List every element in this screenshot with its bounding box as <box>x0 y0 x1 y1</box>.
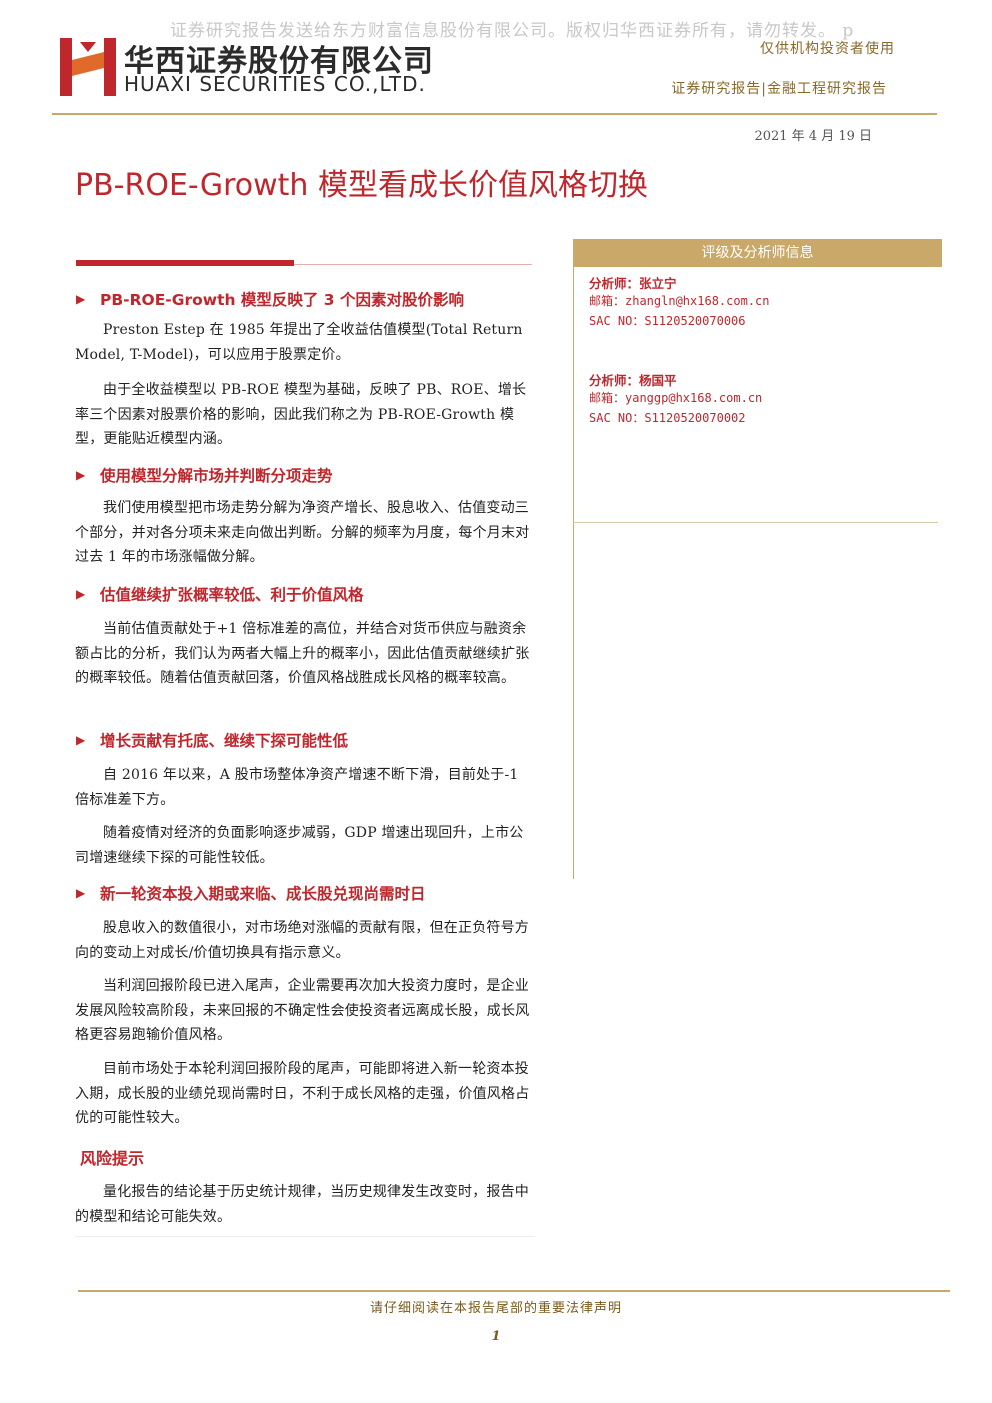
analyst-sac: SAC NO：S1120520070002 <box>589 411 746 425</box>
paragraph: 自 2016 年以来，A 股市场整体净资产增速不断下滑，目前处于-1 倍标准差下… <box>75 767 519 808</box>
section-heading-text: 使用模型分解市场并判断分项走势 <box>100 467 333 485</box>
analyst-name: 分析师：张立宁 <box>589 276 677 291</box>
analyst-name: 分析师：杨国平 <box>589 373 677 388</box>
paragraph: Preston Estep 在 1985 年提出了全收益估值模型(Total R… <box>75 322 523 363</box>
page-number: 1 <box>491 1329 501 1344</box>
risk-paragraph: 量化报告的结论基于历史统计规律，当历史规律发生改变时，报告中的模型和结论可能失效… <box>75 1184 529 1225</box>
triangle-bullet-icon: ▶ <box>76 587 86 601</box>
report-type-label: 证券研究报告|金融工程研究报告 <box>671 81 887 97</box>
analyst-email[interactable]: 邮箱：zhangln@hx168.com.cn <box>589 294 770 308</box>
section-heading: ▶ 使用模型分解市场并判断分项走势 <box>76 464 333 486</box>
paragraph: 由于全收益模型以 PB-ROE 模型为基础，反映了 PB、ROE、增长率三个因素… <box>75 382 527 447</box>
paragraph: 股息收入的数值很小，对市场绝对涨幅的贡献有限，但在正负符号方向的变动上对成长/价… <box>75 920 529 961</box>
section-heading: ▶ 增长贡献有托底、继续下探可能性低 <box>76 729 348 751</box>
company-name-en: HUAXI SECURITIES CO.,LTD. <box>124 72 426 96</box>
sidebar-border <box>573 267 574 879</box>
triangle-bullet-icon: ▶ <box>76 733 86 747</box>
audience-label: 仅供机构投资者使用 <box>760 41 895 57</box>
paragraph: 我们使用模型把市场走势分解为净资产增长、股息收入、估值变动三个部分，并对各分项未… <box>75 500 530 565</box>
analyst-sac: SAC NO：S1120520070006 <box>589 314 746 328</box>
section-heading-text: 新一轮资本投入期或来临、成长股兑现尚需时日 <box>100 885 426 903</box>
section-heading: ▶ PB-ROE-Growth 模型反映了 3 个因素对股价影响 <box>76 288 464 310</box>
section-heading-text: PB-ROE-Growth 模型反映了 3 个因素对股价影响 <box>100 291 464 309</box>
section-accent-line <box>294 264 532 265</box>
triangle-bullet-icon: ▶ <box>76 468 86 482</box>
company-name-cn: 华西证券股份有限公司 <box>124 44 434 79</box>
paragraph: 目前市场处于本轮利润回报阶段的尾声，可能即将进入新一轮资本投入期，成长股的业绩兑… <box>75 1061 530 1126</box>
huaxi-logo-icon <box>60 38 116 96</box>
body-end-divider <box>75 1236 535 1237</box>
paragraph: 随着疫情对经济的负面影响逐步减弱，GDP 增速出现回升，上市公司增速继续下探的可… <box>75 825 524 866</box>
section-accent-bar <box>76 260 294 266</box>
sidebar-divider <box>573 522 938 523</box>
paragraph: 当前估值贡献处于+1 倍标准差的高位，并结合对货币供应与融资余额占比的分析，我们… <box>75 621 530 686</box>
section-heading: ▶ 估值继续扩张概率较低、利于价值风格 <box>76 583 364 605</box>
section-heading-text: 增长贡献有托底、继续下探可能性低 <box>100 732 349 750</box>
footer-divider <box>78 1290 950 1292</box>
section-heading: ▶ 新一轮资本投入期或来临、成长股兑现尚需时日 <box>76 882 426 904</box>
risk-heading: 风险提示 <box>80 1149 145 1168</box>
page-title: PB-ROE-Growth 模型看成长价值风格切换 <box>75 168 648 203</box>
triangle-bullet-icon: ▶ <box>76 886 86 900</box>
paragraph: 当利润回报阶段已进入尾声，企业需要再次加大投资力度时，是企业发展风险较高阶段，未… <box>75 978 530 1043</box>
header-divider <box>52 113 937 115</box>
watermark-text: 证券研究报告发送给东方财富信息股份有限公司。版权归华西证券所有，请勿转发。 p <box>170 21 855 41</box>
triangle-bullet-icon: ▶ <box>76 292 86 306</box>
analyst-email[interactable]: 邮箱：yanggp@hx168.com.cn <box>589 391 763 405</box>
section-heading-text: 估值继续扩张概率较低、利于价值风格 <box>100 586 364 604</box>
sidebar-header: 评级及分析师信息 <box>573 239 942 267</box>
report-date: 2021 年 4 月 19 日 <box>754 129 872 144</box>
legal-notice: 请仔细阅读在本报告尾部的重要法律声明 <box>369 1301 622 1316</box>
